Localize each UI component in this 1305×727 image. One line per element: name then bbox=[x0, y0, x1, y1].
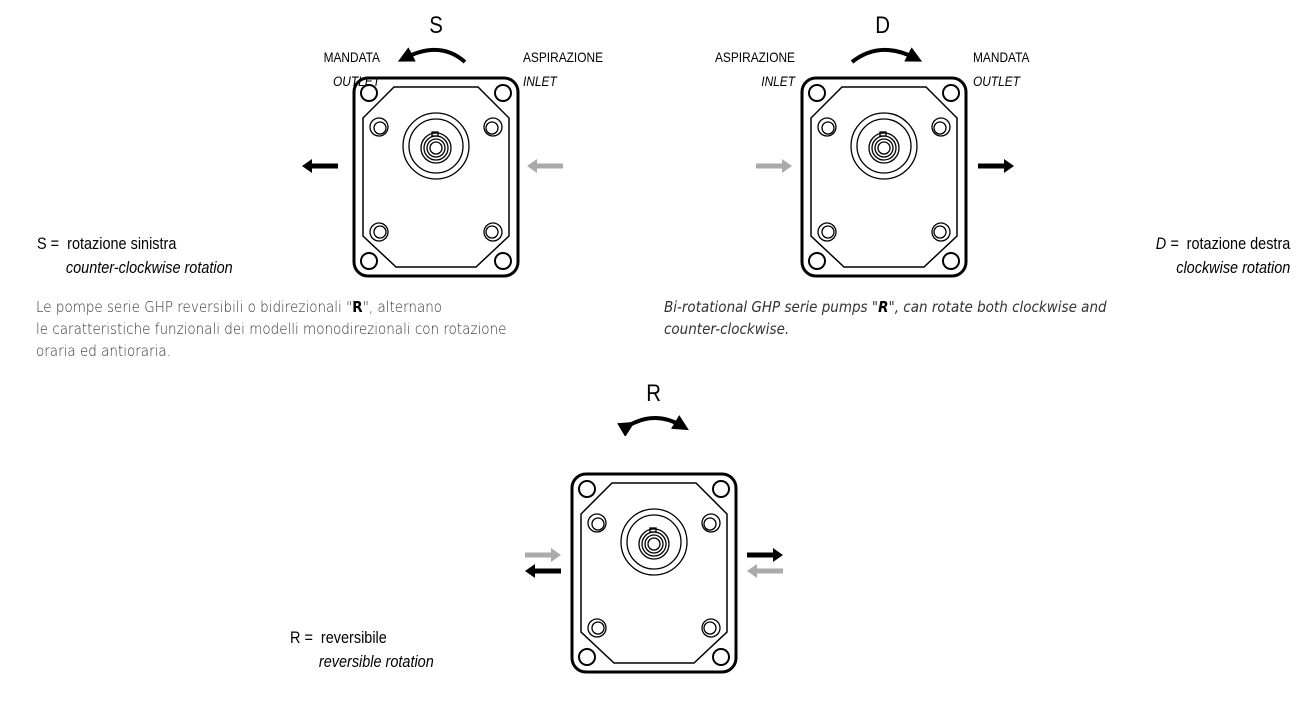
pump-front-view-d bbox=[800, 76, 968, 278]
outlet-arrow-icon bbox=[302, 159, 338, 173]
pump-front-view-r bbox=[570, 472, 738, 674]
inlet-arrow-icon bbox=[756, 159, 792, 173]
rotation-letter-r: R bbox=[646, 380, 662, 407]
outlet-arrow-icon bbox=[525, 564, 561, 578]
rotation-letter-s: S bbox=[429, 12, 443, 39]
ccw-arrow-icon bbox=[397, 47, 467, 64]
inlet-arrow-icon bbox=[527, 159, 563, 173]
pump-front-view-s bbox=[352, 76, 520, 278]
description-italian: Le pompe serie GHP reversibili o bidirez… bbox=[36, 298, 507, 360]
outlet-arrow-icon bbox=[747, 548, 783, 562]
cw-arrow-icon bbox=[850, 47, 923, 64]
outlet-arrow-icon bbox=[978, 159, 1014, 173]
rotation-letter-d: D bbox=[875, 12, 891, 39]
description-english: Bi-rotational GHP serie pumps "R", can r… bbox=[664, 298, 1107, 338]
inlet-arrow-icon bbox=[747, 564, 783, 578]
inlet-arrow-icon bbox=[525, 548, 561, 562]
bidirectional-arrow-icon bbox=[617, 415, 689, 436]
